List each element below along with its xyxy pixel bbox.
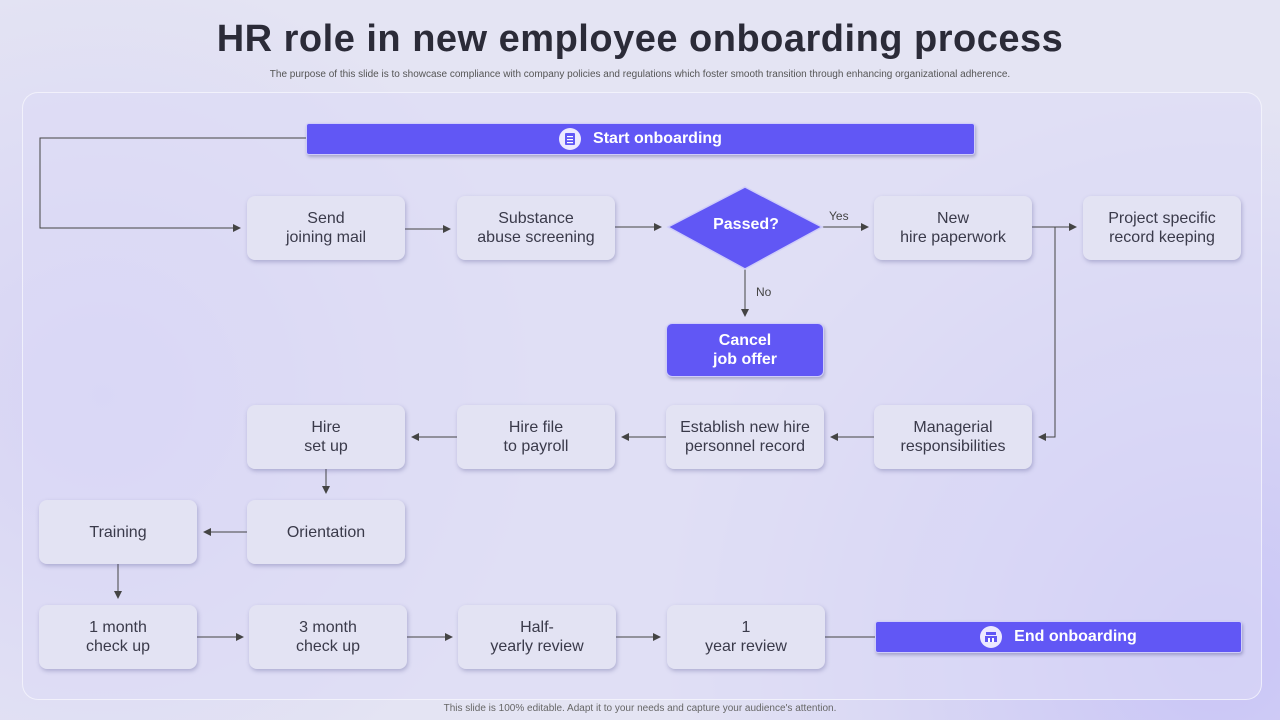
- end-onboarding-label: End onboarding: [1014, 628, 1137, 645]
- step-personnel-record: Establish new hire personnel record: [666, 405, 824, 469]
- start-onboarding-label: Start onboarding: [593, 130, 722, 147]
- step-orientation: Orientation: [247, 500, 405, 564]
- step-1-month-checkup: 1 month check up: [39, 605, 197, 669]
- step-managerial-responsibilities: Managerial responsibilities: [874, 405, 1032, 469]
- step-3-month-checkup: 3 month check up: [249, 605, 407, 669]
- decision-label: Passed?: [713, 216, 779, 233]
- step-payroll: Hire file to payroll: [457, 405, 615, 469]
- step-substance-screening: Substance abuse screening: [457, 196, 615, 260]
- step-send-joining-mail: Send joining mail: [247, 196, 405, 260]
- step-new-hire-paperwork: New hire paperwork: [874, 196, 1032, 260]
- page-subtitle: The purpose of this slide is to showcase…: [269, 69, 1011, 80]
- decision-diamond: [666, 186, 824, 270]
- clipboard-icon: [559, 128, 582, 150]
- yes-label: Yes: [829, 209, 849, 223]
- building-icon: [980, 626, 1003, 648]
- start-onboarding-bar: Start onboarding: [306, 123, 975, 155]
- step-1-year-review: 1 year review: [667, 605, 825, 669]
- step-hire-setup: Hire set up: [247, 405, 405, 469]
- no-label: No: [756, 285, 772, 299]
- cancel-job-offer: Cancel job offer: [666, 323, 824, 377]
- step-training: Training: [39, 500, 197, 564]
- connector-paperwork-to-managerial: [1038, 227, 1056, 441]
- connector-start-to-send: [39, 137, 306, 232]
- step-record-keeping: Project specific record keeping: [1083, 196, 1241, 260]
- page-title: HR role in new employee onboarding proce…: [216, 18, 1064, 60]
- footer-note: This slide is 100% editable. Adapt it to…: [443, 703, 837, 714]
- end-onboarding-bar: End onboarding: [875, 621, 1242, 653]
- step-half-yearly-review: Half- yearly review: [458, 605, 616, 669]
